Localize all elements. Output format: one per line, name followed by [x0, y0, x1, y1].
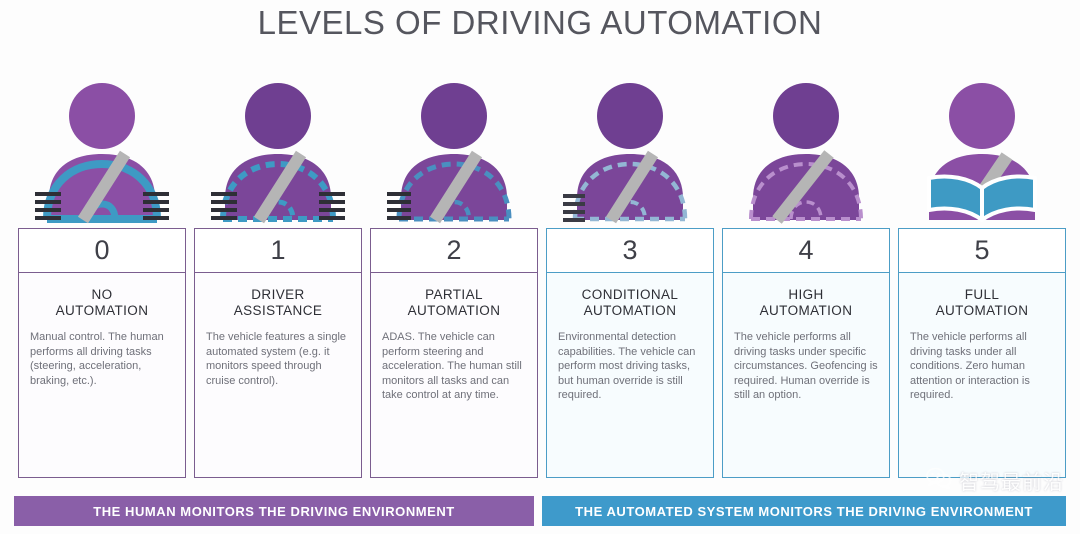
level-card-body: PARTIAL AUTOMATION ADAS. The vehicle can…: [371, 273, 537, 477]
level-column-0: 0 NO AUTOMATION Manual control. The huma…: [14, 76, 190, 486]
level-number: 3: [547, 229, 713, 273]
level-column-1: 1 DRIVER ASSISTANCE The vehicle features…: [190, 76, 366, 486]
level-description: The vehicle performs all driving tasks u…: [734, 331, 878, 402]
passenger-reading-book-icon: [894, 76, 1070, 228]
driver-dashed-wheel-two-hands-icon: [190, 76, 366, 228]
level-description: Environmental detection capabilities. Th…: [558, 331, 696, 402]
level-number: 2: [371, 229, 537, 273]
banner-automated-monitors: THE AUTOMATED SYSTEM MONITORS THE DRIVIN…: [542, 496, 1066, 526]
level-card-2[interactable]: 2 PARTIAL AUTOMATION ADAS. The vehicle c…: [370, 228, 538, 478]
page-title: LEVELS OF DRIVING AUTOMATION: [257, 4, 823, 41]
levels-row: 0 NO AUTOMATION Manual control. The huma…: [14, 76, 1066, 486]
level-card-body: DRIVER ASSISTANCE The vehicle features a…: [195, 273, 361, 477]
level-heading: NO AUTOMATION: [55, 287, 149, 318]
driver-hands-on-wheel-icon: [14, 76, 190, 228]
level-heading: HIGH AUTOMATION: [759, 287, 853, 318]
level-card-0[interactable]: 0 NO AUTOMATION Manual control. The huma…: [18, 228, 186, 478]
level-card-body: CONDITIONAL AUTOMATION Environmental det…: [547, 273, 713, 477]
level-card-body: FULL AUTOMATION The vehicle performs all…: [899, 273, 1065, 477]
driver-ghost-wheel-no-hands-icon: [718, 76, 894, 228]
level-description: The vehicle performs all driving tasks u…: [910, 331, 1030, 402]
level-heading: CONDITIONAL AUTOMATION: [581, 287, 679, 318]
level-description: ADAS. The vehicle can perform steering a…: [382, 331, 522, 402]
level-column-5: 5 FULL AUTOMATION The vehicle performs a…: [894, 76, 1070, 486]
level-heading: DRIVER ASSISTANCE: [233, 287, 323, 318]
level-card-3[interactable]: 3 CONDITIONAL AUTOMATION Environmental d…: [546, 228, 714, 478]
level-description: The vehicle features a single automated …: [206, 331, 347, 387]
level-card-body: NO AUTOMATION Manual control. The human …: [19, 273, 185, 477]
level-column-4: 4 HIGH AUTOMATION The vehicle performs a…: [718, 76, 894, 486]
level-column-2: 2 PARTIAL AUTOMATION ADAS. The vehicle c…: [366, 76, 542, 486]
driver-dashed-wheel-one-hand-icon: [366, 76, 542, 228]
driver-faded-wheel-one-hand-icon: [542, 76, 718, 228]
level-card-1[interactable]: 1 DRIVER ASSISTANCE The vehicle features…: [194, 228, 362, 478]
level-number: 1: [195, 229, 361, 273]
level-number: 0: [19, 229, 185, 273]
level-number: 5: [899, 229, 1065, 273]
level-number: 4: [723, 229, 889, 273]
level-heading: PARTIAL AUTOMATION: [407, 287, 501, 318]
monitoring-banners: THE HUMAN MONITORS THE DRIVING ENVIRONME…: [14, 496, 1066, 526]
level-heading: FULL AUTOMATION: [935, 287, 1029, 318]
level-card-5[interactable]: 5 FULL AUTOMATION The vehicle performs a…: [898, 228, 1066, 478]
level-card-body: HIGH AUTOMATION The vehicle performs all…: [723, 273, 889, 477]
banner-human-monitors: THE HUMAN MONITORS THE DRIVING ENVIRONME…: [14, 496, 534, 526]
level-card-4[interactable]: 4 HIGH AUTOMATION The vehicle performs a…: [722, 228, 890, 478]
level-column-3: 3 CONDITIONAL AUTOMATION Environmental d…: [542, 76, 718, 486]
level-description: Manual control. The human performs all d…: [30, 331, 164, 387]
